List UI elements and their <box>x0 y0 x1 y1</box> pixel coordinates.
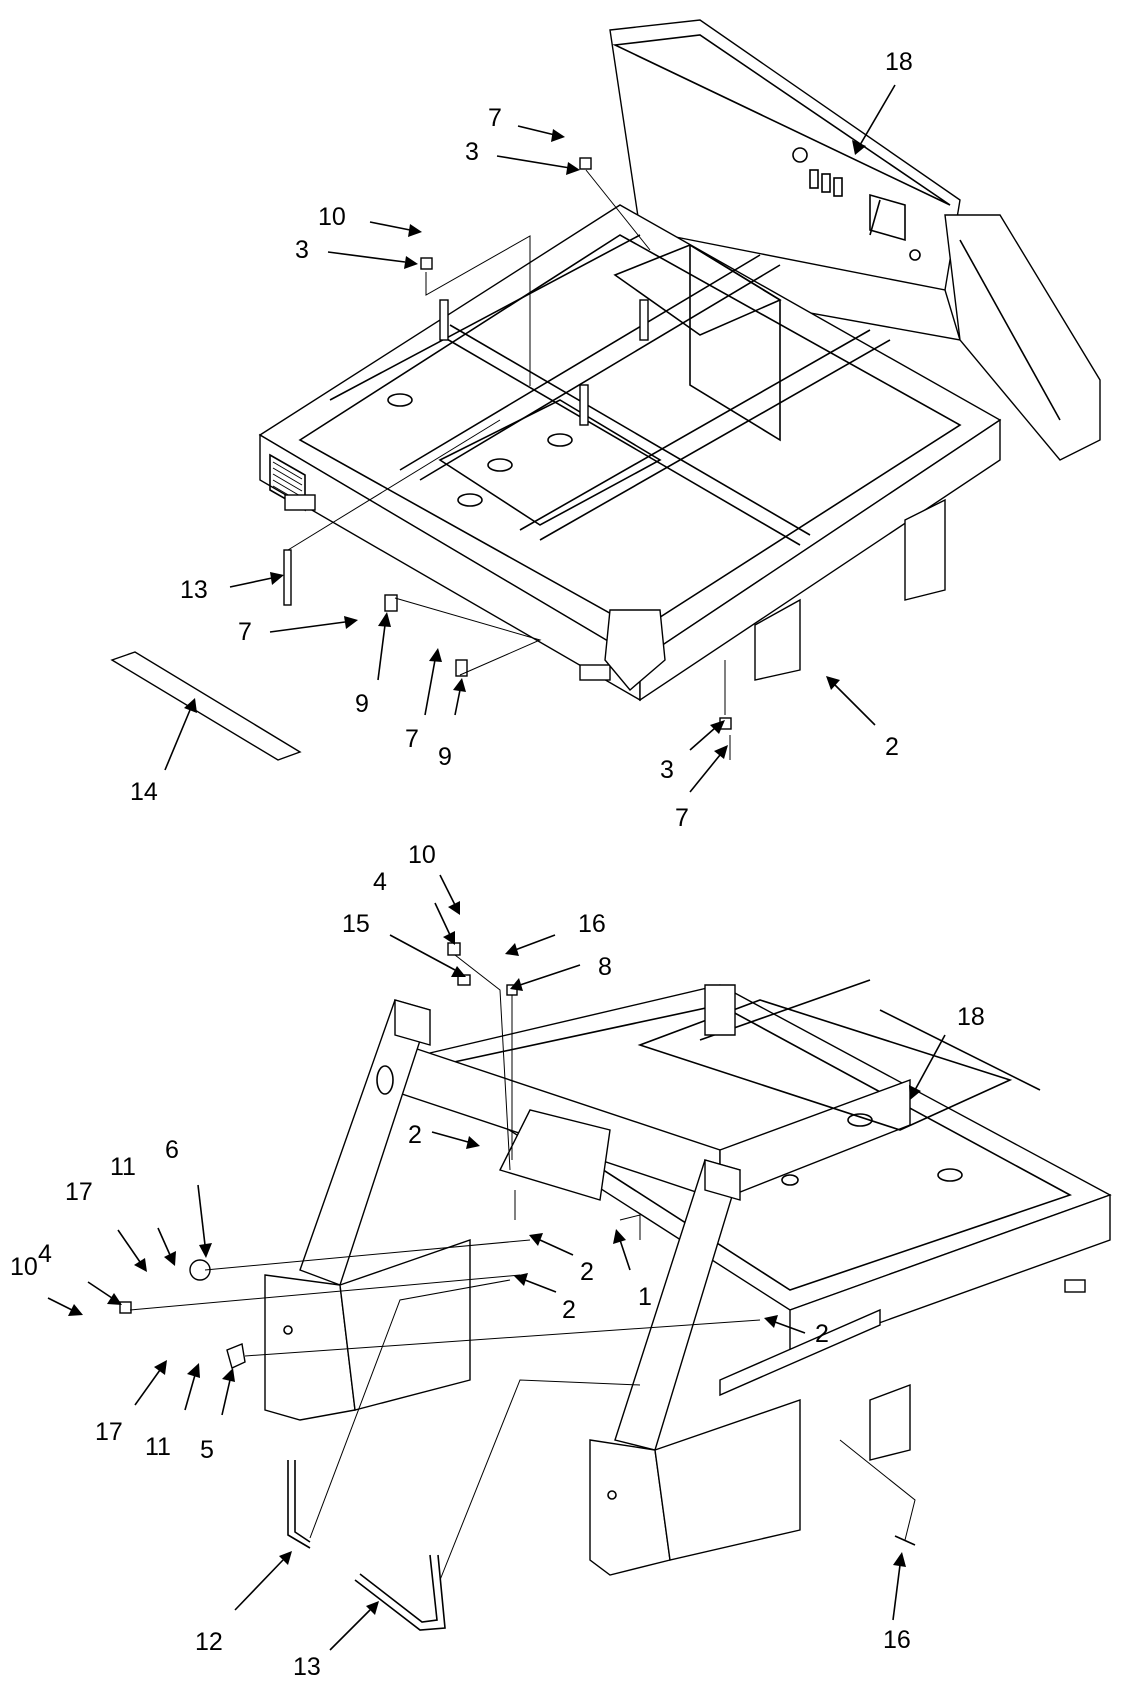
callout-4-a: 4 <box>373 868 387 896</box>
part-9-bracket-b <box>455 659 468 677</box>
part-14-plate <box>110 651 302 761</box>
callout-16-a: 16 <box>578 910 606 938</box>
part-9-bracket-a <box>384 594 398 612</box>
callout-3-a: 3 <box>465 138 479 166</box>
rear-leg <box>754 598 801 681</box>
callout-1: 1 <box>638 1283 652 1311</box>
callout-9-b: 9 <box>438 743 452 771</box>
right-leg <box>904 498 946 601</box>
bottom-frame-assembly <box>264 979 1112 1576</box>
part-4-bracket-a <box>119 1301 132 1314</box>
part-16-pin <box>894 1535 916 1546</box>
callout-18-top: 18 <box>885 48 913 76</box>
callout-18-bottom: 18 <box>957 1003 985 1031</box>
callout-2-b: 2 <box>408 1121 422 1149</box>
left-box-side <box>339 1239 471 1411</box>
left-lower-box <box>264 1274 356 1421</box>
front-corner <box>604 609 666 691</box>
part-12-rod <box>287 1460 311 1549</box>
callout-7-a: 7 <box>488 104 502 132</box>
part-3-bracket-a <box>420 257 433 270</box>
bottom-loose-parts <box>119 942 916 1631</box>
callout-7-d: 7 <box>675 804 689 832</box>
part-13-rod <box>354 1554 446 1631</box>
callout-10-b: 10 <box>408 841 436 869</box>
callout-4-b: 4 <box>38 1240 52 1268</box>
callout-15: 15 <box>342 910 370 938</box>
frame-side-face <box>639 418 1001 702</box>
callout-2-top: 2 <box>885 733 899 761</box>
top-frame-assembly <box>258 19 1101 702</box>
part-4-bracket-b <box>447 942 461 956</box>
callout-2-c: 2 <box>580 1258 594 1286</box>
center-plate <box>438 399 662 526</box>
callout-10-c: 10 <box>10 1253 38 1281</box>
callout-6: 6 <box>165 1136 179 1164</box>
callout-7-b: 7 <box>238 618 252 646</box>
callout-labels: 18 7 3 10 3 13 7 9 7 9 14 3 7 2 10 4 15 … <box>10 48 985 1681</box>
callout-3-b: 3 <box>295 236 309 264</box>
rear-leg-bottom <box>869 1383 911 1461</box>
callout-16-b: 16 <box>883 1626 911 1654</box>
right-box-side <box>654 1399 801 1561</box>
callout-12: 12 <box>195 1628 223 1656</box>
callout-11-b: 11 <box>145 1433 171 1461</box>
part-13-bar <box>283 549 292 606</box>
callout-9-a: 9 <box>355 690 369 718</box>
callout-3-c: 3 <box>660 756 674 784</box>
center-bracket <box>499 1109 611 1201</box>
callout-17-a: 17 <box>65 1178 93 1206</box>
part-5-fitting <box>226 1343 246 1369</box>
callout-17-b: 17 <box>95 1418 123 1446</box>
callout-13-b: 13 <box>293 1653 321 1681</box>
callout-11-a: 11 <box>110 1153 136 1181</box>
top-loose-parts <box>110 157 732 761</box>
callout-8: 8 <box>598 953 612 981</box>
part-3-bracket-b <box>579 157 592 170</box>
callout-2-d: 2 <box>562 1296 576 1324</box>
callout-arrows <box>47 84 946 1651</box>
right-tower <box>944 214 1101 461</box>
callout-7-c: 7 <box>405 725 419 753</box>
callout-14: 14 <box>130 778 158 806</box>
callout-10-a: 10 <box>318 203 346 231</box>
callout-13-a: 13 <box>180 576 208 604</box>
callout-5: 5 <box>200 1436 214 1464</box>
right-lower-box <box>589 1439 671 1576</box>
callout-2-e: 2 <box>815 1320 829 1348</box>
